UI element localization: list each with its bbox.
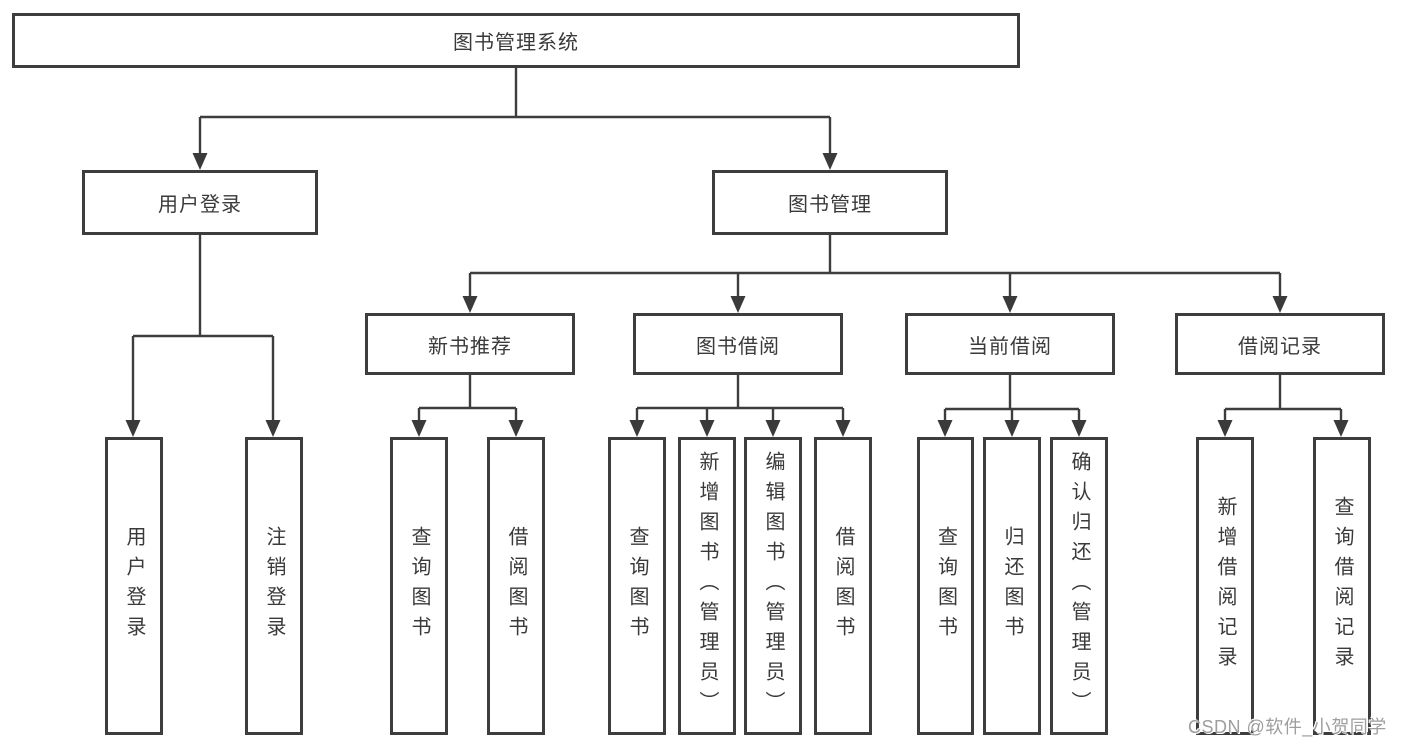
- node-leaf-logout: 注销登录: [245, 437, 303, 735]
- node-new-book-recommend: 新书推荐: [365, 313, 575, 375]
- node-library-system: 图书管理系统: [12, 13, 1020, 68]
- node-leaf-query-borrow-record-label: 查询借阅记录: [1331, 496, 1353, 676]
- node-leaf-borrow-book-recommend-label: 借阅图书: [505, 526, 527, 646]
- node-leaf-user-login-label: 用户登录: [123, 526, 145, 646]
- node-leaf-borrow-book-label: 借阅图书: [832, 526, 854, 646]
- node-leaf-query-book-recommend-label: 查询图书: [408, 526, 430, 646]
- node-leaf-query-book-borrowing: 查询图书: [608, 437, 666, 735]
- node-borrowing-records-label: 借阅记录: [1238, 335, 1322, 358]
- node-leaf-borrow-book-recommend: 借阅图书: [487, 437, 545, 735]
- node-leaf-query-book-current: 查询图书: [917, 437, 974, 735]
- node-leaf-query-book-borrowing-label: 查询图书: [626, 526, 648, 646]
- node-leaf-return-book: 归还图书: [983, 437, 1041, 735]
- watermark: CSDN @软件_小贺同学: [1188, 717, 1387, 737]
- node-leaf-confirm-return-admin-label: 确认归还（管理员）: [1068, 451, 1090, 721]
- node-current-borrowing: 当前借阅: [905, 313, 1115, 375]
- node-leaf-edit-book-admin: 编辑图书（管理员）: [744, 437, 802, 735]
- node-leaf-borrow-book: 借阅图书: [814, 437, 872, 735]
- node-leaf-query-book-current-label: 查询图书: [934, 526, 957, 646]
- node-book-management: 图书管理: [712, 170, 948, 235]
- node-leaf-edit-book-admin-label: 编辑图书（管理员）: [762, 451, 784, 721]
- node-book-management-label: 图书管理: [788, 194, 872, 216]
- node-leaf-add-borrow-record: 新增借阅记录: [1196, 437, 1254, 735]
- node-leaf-logout-label: 注销登录: [263, 526, 285, 646]
- node-leaf-user-login: 用户登录: [105, 437, 163, 735]
- node-current-borrowing-label: 当前借阅: [968, 335, 1052, 358]
- node-user-login-label: 用户登录: [158, 194, 242, 216]
- node-borrowing-records: 借阅记录: [1175, 313, 1385, 375]
- node-leaf-query-book-recommend: 查询图书: [390, 437, 448, 735]
- node-leaf-add-book-admin: 新增图书（管理员）: [678, 437, 736, 735]
- node-leaf-add-book-admin-label: 新增图书（管理员）: [696, 451, 718, 721]
- node-leaf-confirm-return-admin: 确认归还（管理员）: [1050, 437, 1108, 735]
- node-book-borrowing-label: 图书借阅: [696, 335, 780, 358]
- node-leaf-return-book-label: 归还图书: [1001, 526, 1023, 646]
- node-leaf-query-borrow-record: 查询借阅记录: [1313, 437, 1371, 735]
- node-new-book-recommend-label: 新书推荐: [428, 335, 512, 358]
- node-library-system-label: 图书管理系统: [453, 32, 579, 54]
- node-book-borrowing: 图书借阅: [633, 313, 843, 375]
- node-leaf-add-borrow-record-label: 新增借阅记录: [1214, 496, 1236, 676]
- node-user-login: 用户登录: [82, 170, 318, 235]
